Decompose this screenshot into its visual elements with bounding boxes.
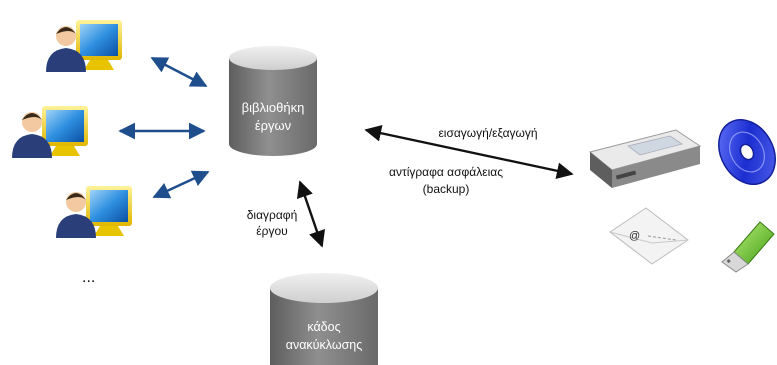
recycle-label-line1: κάδος xyxy=(307,320,340,334)
scanner-icon xyxy=(588,129,702,188)
library-label-line2: έργων xyxy=(255,118,291,133)
user-computer-icon xyxy=(46,20,122,72)
cd-disc-icon xyxy=(718,119,776,185)
user-computer-icon xyxy=(12,106,88,158)
import-export-label: εισαγωγή/εξαγωγή xyxy=(438,126,537,140)
delete-label-line1: διαγραφή xyxy=(247,208,298,222)
arrow-user3-library xyxy=(152,170,210,199)
usb-drive-icon xyxy=(721,221,775,273)
library-label-line1: βιβλιοθήκη xyxy=(242,100,305,115)
arrow-library-storage xyxy=(364,124,574,180)
arrow-library-recycle xyxy=(296,180,326,248)
recycle-label-line2: ανακύκλωσης xyxy=(286,338,363,352)
more-users-label: ... xyxy=(82,269,95,286)
delete-label-line2: έργου xyxy=(256,224,287,238)
recycle-bin-cylinder: κάδος ανακύκλωσης xyxy=(270,273,378,365)
email-at-symbol: @ xyxy=(629,230,640,242)
library-cylinder: βιβλιοθήκη έργων xyxy=(229,46,317,156)
backup-label-line2: (backup) xyxy=(423,182,470,196)
arrow-user1-library xyxy=(150,56,208,88)
email-envelope-icon: @ xyxy=(609,207,689,265)
backup-label-line1: αντίγραφα ασφάλειας xyxy=(389,165,503,179)
user-computer-icon xyxy=(56,186,132,238)
